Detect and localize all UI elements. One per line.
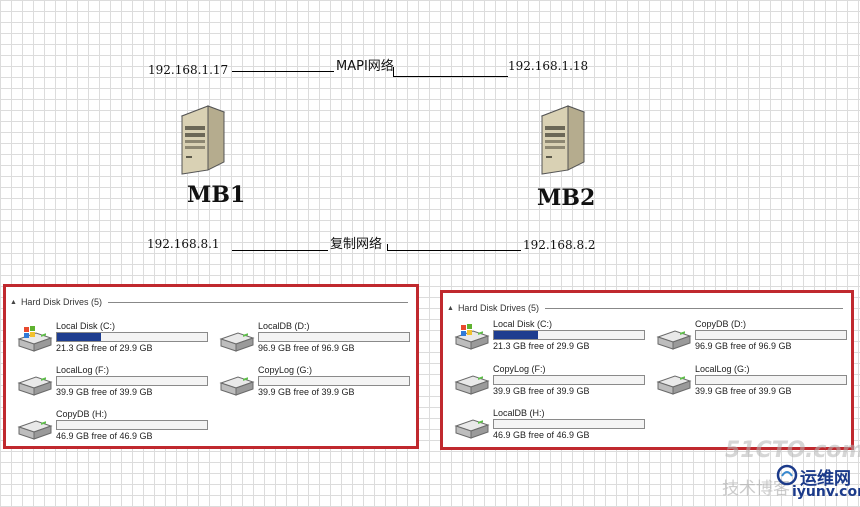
hard-drive-icon — [16, 413, 54, 443]
mb2-replication-ip: 192.168.8.2 — [523, 238, 596, 252]
drive-usage-bar — [493, 375, 645, 385]
drive-item[interactable]: LocalLog (G:) 39.9 GB free of 39.9 GB — [655, 364, 847, 400]
drive-item[interactable]: Local Disk (C:) 21.3 GB free of 29.9 GB — [16, 321, 208, 357]
drive-free-space: 21.3 GB free of 29.9 GB — [56, 343, 153, 353]
mapi-link-left — [232, 71, 334, 72]
drive-usage-fill — [57, 333, 101, 341]
watermark-tagline: 技术博客 — [722, 479, 790, 499]
mapi-link-right — [393, 76, 508, 77]
drive-name: LocalDB (D:) — [258, 321, 310, 331]
drive-item[interactable]: CopyLog (G:) 39.9 GB free of 39.9 GB — [218, 365, 410, 401]
panel-header: ▲ Hard Disk Drives (5) — [10, 296, 408, 308]
drive-name: CopyLog (G:) — [258, 365, 313, 375]
drive-name: Local Disk (C:) — [56, 321, 116, 331]
mb1-replication-ip: 192.168.8.1 — [147, 237, 220, 251]
hard-drive-icon — [655, 323, 693, 353]
mb1-disk-panel: ▲ Hard Disk Drives (5) Local Disk (C:) 21… — [3, 284, 419, 449]
collapse-triangle-icon[interactable]: ▲ — [447, 304, 454, 312]
replication-link-left — [232, 250, 328, 251]
mapi-link-drop — [393, 67, 394, 76]
drive-item[interactable]: CopyDB (H:) 46.9 GB free of 46.9 GB — [16, 409, 208, 445]
drive-free-space: 39.9 GB free of 39.9 GB — [493, 386, 590, 396]
mb2-mapi-ip: 192.168.1.18 — [508, 59, 589, 73]
drive-usage-bar — [258, 332, 410, 342]
drive-usage-bar — [56, 332, 208, 342]
drive-usage-bar — [56, 376, 208, 386]
drive-usage-bar — [258, 376, 410, 386]
panel-header-label: Hard Disk Drives (5) — [457, 303, 539, 313]
drive-usage-bar — [695, 375, 847, 385]
server-tower-icon — [536, 104, 588, 176]
hard-drive-icon — [218, 369, 256, 399]
drive-usage-bar — [493, 330, 645, 340]
mb1-mapi-ip: 192.168.1.17 — [148, 63, 229, 77]
drive-item[interactable]: LocalDB (H:) 46.9 GB free of 46.9 GB — [453, 408, 645, 444]
drive-free-space: 46.9 GB free of 46.9 GB — [493, 430, 590, 440]
panel-header: ▲ Hard Disk Drives (5) — [447, 302, 843, 314]
drive-name: CopyDB (H:) — [56, 409, 108, 419]
brand-logo-icon — [776, 464, 798, 486]
drive-name: LocalDB (H:) — [493, 408, 545, 418]
drive-usage-bar — [695, 330, 847, 340]
drive-usage-fill — [494, 331, 538, 339]
drive-name: CopyLog (F:) — [493, 364, 546, 374]
mb1-label: MB1 — [187, 182, 246, 208]
hard-drive-icon — [453, 412, 491, 442]
drive-name: Local Disk (C:) — [493, 319, 553, 329]
drive-item[interactable]: CopyDB (D:) 96.9 GB free of 96.9 GB — [655, 319, 847, 355]
hard-drive-icon — [655, 368, 693, 398]
watermark-brand: 运维网 — [800, 469, 851, 489]
windows-drive-icon — [16, 325, 54, 355]
replication-link-right — [387, 250, 521, 251]
replication-link-drop — [387, 244, 388, 250]
mb2-label: MB2 — [537, 185, 596, 211]
header-rule — [107, 301, 408, 303]
hard-drive-icon — [16, 369, 54, 399]
drive-free-space: 96.9 GB free of 96.9 GB — [695, 341, 792, 351]
drive-item[interactable]: Local Disk (C:) 21.3 GB free of 29.9 GB — [453, 319, 645, 355]
drive-name: LocalLog (F:) — [56, 365, 110, 375]
mb2-disk-panel: ▲ Hard Disk Drives (5) Local Disk (C:) 21… — [440, 290, 854, 450]
hard-drive-icon — [453, 368, 491, 398]
drive-free-space: 39.9 GB free of 39.9 GB — [695, 386, 792, 396]
drive-free-space: 46.9 GB free of 46.9 GB — [56, 431, 153, 441]
drive-usage-bar — [493, 419, 645, 429]
mapi-network-label: MAPI网络 — [336, 59, 394, 74]
drive-usage-bar — [56, 420, 208, 430]
drive-item[interactable]: LocalDB (D:) 96.9 GB free of 96.9 GB — [218, 321, 410, 357]
drive-item[interactable]: LocalLog (F:) 39.9 GB free of 39.9 GB — [16, 365, 208, 401]
watermark-site-code: 51CTO.com — [725, 438, 860, 463]
drive-free-space: 39.9 GB free of 39.9 GB — [258, 387, 355, 397]
drive-free-space: 21.3 GB free of 29.9 GB — [493, 341, 590, 351]
panel-header-label: Hard Disk Drives (5) — [20, 297, 102, 307]
drive-free-space: 96.9 GB free of 96.9 GB — [258, 343, 355, 353]
hard-drive-icon — [218, 325, 256, 355]
drive-name: LocalLog (G:) — [695, 364, 750, 374]
drive-item[interactable]: CopyLog (F:) 39.9 GB free of 39.9 GB — [453, 364, 645, 400]
header-rule — [544, 307, 843, 309]
watermark-url: iyunv.com — [792, 484, 860, 500]
server-tower-icon — [176, 104, 228, 176]
drive-name: CopyDB (D:) — [695, 319, 747, 329]
replication-network-label: 复制网络 — [330, 237, 383, 252]
collapse-triangle-icon[interactable]: ▲ — [10, 298, 17, 306]
drive-free-space: 39.9 GB free of 39.9 GB — [56, 387, 153, 397]
windows-drive-icon — [453, 323, 491, 353]
